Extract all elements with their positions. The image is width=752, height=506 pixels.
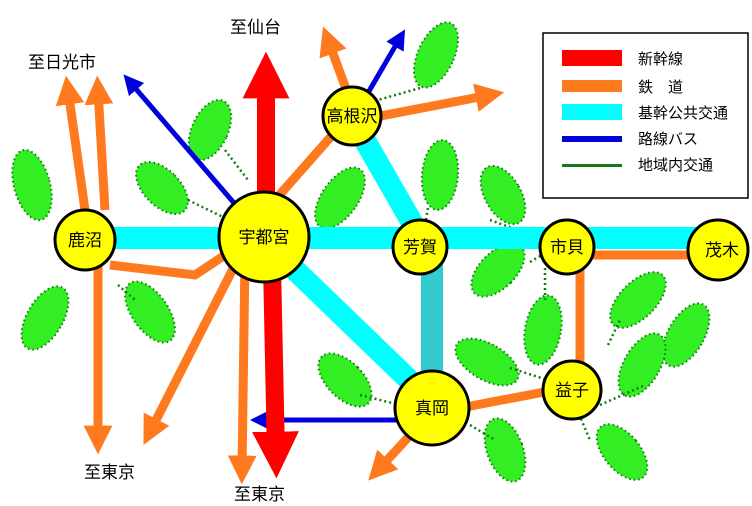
node-labels: 鹿沼 宇都宮 高根沢 芳賀 市貝 茂木 真岡 益子	[68, 107, 739, 419]
node-label-utsunomiya: 宇都宮	[239, 228, 290, 248]
node-mashiko	[541, 359, 603, 421]
legend-label-shinkansen: 新幹線	[638, 50, 683, 68]
node-utsunomiya	[217, 190, 311, 284]
legend-swatch-bus	[562, 136, 622, 142]
node-label-mashiko: 益子	[555, 381, 589, 401]
legend-label-local: 地域内交通	[638, 156, 713, 174]
railway-line	[55, 75, 90, 211]
local-connection	[359, 393, 401, 407]
local-connection	[377, 86, 421, 102]
local-area-leaves	[11, 21, 711, 483]
bus-route	[362, 29, 406, 100]
local-connection	[117, 284, 136, 301]
node-label-takanezawa: 高根沢	[327, 107, 378, 127]
node-ichikai	[538, 218, 596, 276]
station-nodes	[53, 85, 750, 447]
node-kanuma	[53, 208, 117, 272]
bus-route	[123, 74, 242, 212]
railway-line	[369, 83, 505, 123]
legend-label-bus: 路線バス	[638, 130, 698, 148]
local-area-leaf	[523, 294, 563, 366]
local-area-leaf	[135, 161, 189, 215]
local-area-leaf	[617, 332, 667, 398]
local-area-leaf	[479, 164, 527, 226]
node-label-kanuma: 鹿沼	[68, 231, 102, 251]
node-motegi	[686, 218, 750, 282]
node-label-haga: 芳賀	[403, 238, 437, 258]
local-connection	[599, 383, 646, 407]
legend-label-railway: 鉄 道	[638, 78, 683, 96]
railway-line	[84, 75, 114, 211]
railway-line	[143, 252, 245, 445]
node-label-ichikai: 市貝	[550, 238, 584, 258]
node-moka	[393, 369, 471, 447]
local-area-leaf	[412, 21, 460, 89]
local-area-leaf	[609, 271, 667, 329]
railway-line	[109, 251, 228, 280]
local-area-leaf	[124, 280, 176, 344]
local-area-leaf	[454, 337, 520, 387]
local-area-leaf	[317, 352, 373, 408]
legend-label-trunk: 基幹公共交通	[638, 104, 728, 122]
local-connection	[529, 253, 543, 264]
local-area-leaf	[11, 148, 53, 222]
destination-labels: 至仙台 至日光市 至東京 至東京	[28, 18, 285, 505]
node-label-moka: 真岡	[415, 399, 449, 419]
local-area-leaf	[420, 139, 460, 211]
destination-nikko: 至日光市	[28, 53, 96, 73]
local-area-leaf	[661, 302, 711, 368]
bus-routes	[123, 29, 415, 430]
legend-swatch-shinkansen	[562, 50, 622, 66]
local-area-leaf	[20, 285, 70, 351]
node-haga	[391, 218, 449, 276]
local-area-leaf	[595, 423, 649, 481]
legend-swatch-trunk	[562, 104, 622, 120]
destination-sendai: 至仙台	[230, 18, 281, 38]
legend-swatch-local	[562, 164, 622, 167]
legend-swatch-railway	[562, 80, 622, 92]
node-takanezawa	[321, 85, 383, 147]
local-area-leaf	[187, 99, 233, 161]
local-area-leaf	[314, 166, 366, 230]
shinkansen-line	[242, 51, 299, 479]
local-connection	[187, 198, 226, 220]
destination-tokyo-center: 至東京	[234, 485, 285, 505]
local-connection	[509, 366, 549, 382]
destination-tokyo-left: 至東京	[84, 463, 135, 483]
legend: 新幹線 鉄 道 基幹公共交通 路線バス 地域内交通	[542, 32, 749, 199]
railway-line	[459, 385, 556, 413]
node-label-motegi: 茂木	[705, 241, 739, 261]
local-connection	[224, 149, 249, 181]
railway-line	[227, 257, 257, 485]
shinkansen-south	[252, 264, 299, 479]
local-area-leaf	[483, 417, 527, 483]
